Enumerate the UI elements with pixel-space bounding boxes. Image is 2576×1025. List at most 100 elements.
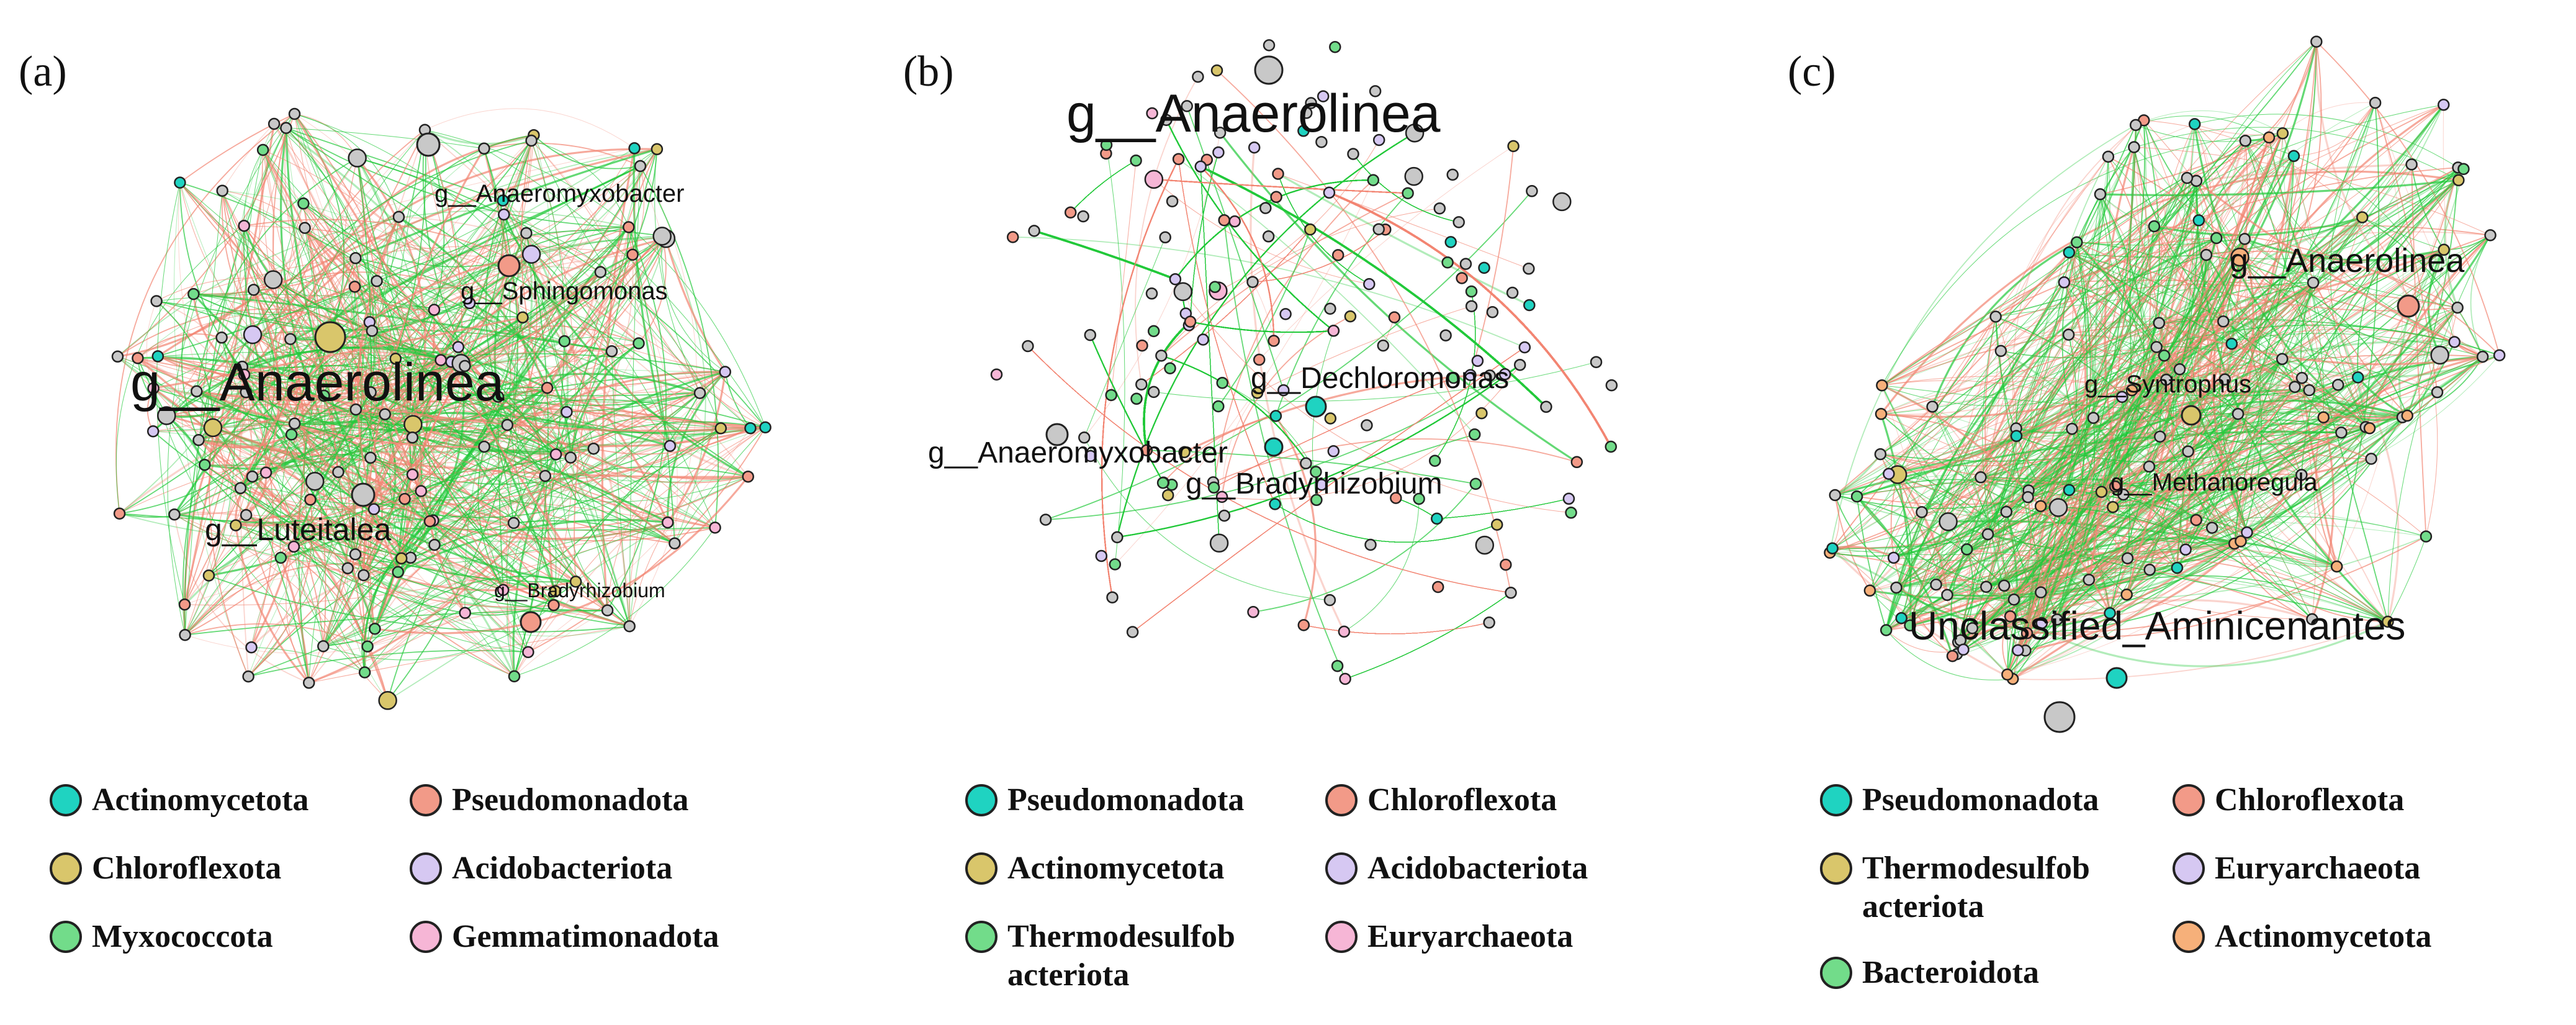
- network-node: [1513, 358, 1526, 371]
- network-node: [2066, 422, 2078, 435]
- negative-edge: [244, 219, 639, 344]
- negative-edge: [1141, 229, 1311, 385]
- negative-edge: [252, 150, 264, 335]
- positive-edge: [1344, 592, 1511, 679]
- positive-edge: [1116, 132, 1415, 538]
- legend-label: Thermodesulfob: [1007, 919, 1235, 954]
- network-node: [361, 640, 374, 652]
- network-hub-node: [1254, 55, 1284, 85]
- positive-edge: [1116, 132, 1415, 538]
- positive-edge: [397, 518, 668, 573]
- network-node: [288, 417, 301, 430]
- positive-edge: [1223, 220, 1346, 679]
- network-node: [187, 287, 200, 300]
- network-node: [742, 470, 754, 483]
- network-node: [1270, 191, 1282, 204]
- negative-edge: [1214, 377, 1454, 488]
- positive-edge: [1116, 132, 1415, 538]
- positive-edge: [137, 216, 399, 359]
- legend-swatch: [965, 784, 998, 816]
- network-node: [2071, 236, 2083, 249]
- legend-swatch: [2173, 921, 2205, 953]
- negative-edge: [1141, 229, 1311, 385]
- negative-edge: [1252, 229, 1386, 282]
- positive-edge: [1089, 335, 1164, 483]
- negative-edge: [1214, 377, 1454, 488]
- negative-edge: [250, 574, 364, 648]
- positive-edge: [1344, 592, 1511, 679]
- negative-edge: [1252, 229, 1386, 282]
- negative-edge: [607, 428, 721, 611]
- positive-edge: [234, 124, 275, 392]
- network-node: [1887, 551, 1900, 564]
- positive-edge: [156, 300, 214, 428]
- positive-edge: [1089, 335, 1164, 483]
- network-node: [1130, 154, 1142, 167]
- positive-edge: [1344, 592, 1511, 679]
- network-node: [341, 562, 354, 575]
- network-node: [1209, 281, 1222, 294]
- network-node: [415, 485, 428, 497]
- positive-edge: [1106, 145, 1125, 565]
- negative-edge: [184, 392, 700, 636]
- negative-edge: [364, 371, 726, 673]
- positive-edge: [1116, 132, 1415, 538]
- network-node: [2154, 430, 2166, 443]
- negative-edge: [1141, 229, 1311, 385]
- negative-edge: [1141, 229, 1311, 385]
- positive-edge: [1089, 335, 1164, 483]
- positive-edge: [1089, 335, 1164, 483]
- network-node: [549, 585, 562, 597]
- positive-edge: [1070, 160, 1137, 213]
- network-node: [2000, 505, 2013, 518]
- panel-a-nodes: [111, 107, 772, 710]
- negative-edge: [638, 236, 667, 344]
- network-node: [367, 503, 381, 515]
- network-node: [406, 431, 419, 444]
- positive-edge: [569, 342, 639, 458]
- positive-edge: [1274, 503, 1497, 543]
- negative-edge: [204, 428, 721, 468]
- negative-edge: [531, 140, 678, 544]
- positive-edge: [1344, 592, 1511, 679]
- positive-edge: [209, 575, 630, 633]
- negative-edge: [1252, 229, 1386, 282]
- positive-edge: [1274, 503, 1497, 543]
- legend-swatch: [2173, 784, 2205, 816]
- network-node: [2310, 35, 2323, 48]
- negative-edge: [570, 255, 634, 458]
- network-node: [2405, 158, 2418, 171]
- positive-edge: [1274, 503, 1497, 543]
- positive-edge: [1153, 361, 1596, 402]
- positive-edge: [1274, 503, 1497, 543]
- network-node: [245, 641, 258, 654]
- network-node: [669, 537, 681, 549]
- positive-edge: [1344, 592, 1511, 679]
- negative-edge: [304, 227, 412, 425]
- network-node: [1324, 302, 1336, 315]
- network-node: [693, 387, 706, 399]
- network-node: [1505, 587, 1517, 599]
- legend-label: Chloroflexota: [2215, 782, 2405, 818]
- negative-edge: [1252, 229, 1386, 282]
- network-node: [525, 134, 538, 147]
- positive-edge: [1274, 503, 1497, 543]
- negative-edge: [434, 428, 750, 546]
- positive-edge: [1274, 503, 1497, 543]
- positive-edge: [212, 421, 556, 455]
- network-node: [1441, 256, 1454, 269]
- network-node: [1130, 392, 1143, 405]
- negative-edge: [286, 546, 310, 684]
- network-node: [435, 354, 447, 366]
- positive-edge: [1070, 160, 1137, 213]
- positive-edge: [1274, 503, 1497, 543]
- positive-edge: [1274, 503, 1497, 543]
- positive-edge: [430, 427, 766, 522]
- network-node: [1452, 216, 1465, 228]
- negative-edge: [1328, 191, 1612, 448]
- network-node: [246, 470, 259, 483]
- negative-edge: [323, 412, 567, 647]
- negative-edge: [294, 114, 421, 492]
- positive-edge: [173, 183, 249, 677]
- negative-edge: [1214, 377, 1454, 488]
